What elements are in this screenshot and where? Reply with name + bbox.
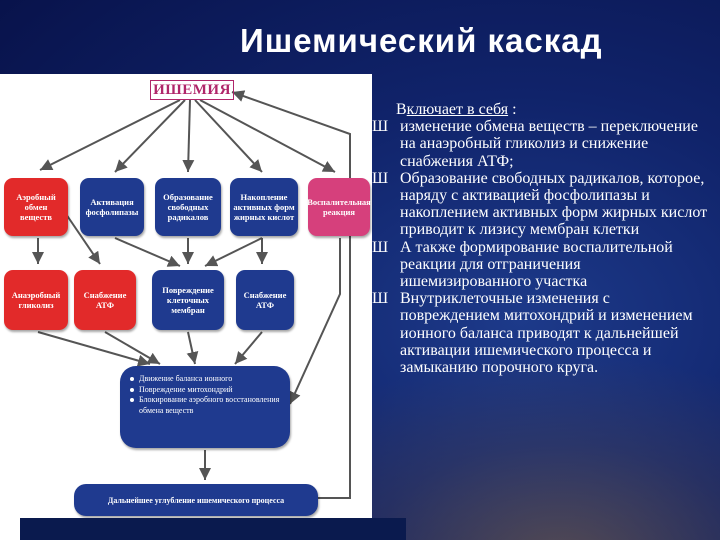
arrow-ishemia-aerobic <box>39 99 181 171</box>
box-free-radicals: Образование свободных радикалов <box>155 178 221 236</box>
arrow-ishemia-phospholipase <box>114 99 186 173</box>
bullet-text: изменение обмена веществ – переключение … <box>400 118 698 170</box>
intro-underlined: ключает в себя <box>406 101 509 118</box>
arrow-ishemia-fatty-acids <box>194 99 263 173</box>
box-atp-supply-red: Снабжение АТФ <box>74 270 136 330</box>
arrow-ishemia-radicals <box>182 99 195 173</box>
intro-line: Включает в себя : <box>370 101 712 118</box>
arrow-fatty-acids-membranes <box>204 237 263 267</box>
arrow-aerobic-atp <box>65 213 101 265</box>
bullet-item: Ш изменение обмена веществ – переключени… <box>370 118 712 170</box>
final-box: Дальнейшее углубление ишемического проце… <box>74 484 318 516</box>
effects-item: Движение баланса ионного <box>130 374 282 385</box>
bullet-text: Образование свободных радикалов, которое… <box>400 169 708 239</box>
box-membrane-damage: Повреждение клеточных мембран <box>152 270 224 330</box>
intro-suffix: : <box>508 101 517 118</box>
arrow-anaerobic-effects <box>37 331 151 367</box>
arrow-inflammation-effects <box>289 238 341 405</box>
box-anaerobic-glycolysis: Анаэробный гликолиз <box>4 270 68 330</box>
text-block: Включает в себя : Ш изменение обмена вещ… <box>370 101 712 376</box>
effects-item: Повреждение митохондрий <box>130 385 282 396</box>
box-aerobic-metabolism: Аэробный обмен веществ <box>4 178 68 236</box>
box-phospholipase-activation: Активация фосфолипазы <box>80 178 144 236</box>
arrow-atp-effects <box>104 331 161 365</box>
bullet-marker: Ш <box>372 169 389 187</box>
box-inflammation: Воспалительная реакция <box>307 178 371 236</box>
box-fatty-acids: Накопление активных форм жирных кислот <box>230 178 298 236</box>
arrow-phospholipase-membranes <box>114 237 181 267</box>
bullet-text: Внутриклеточные изменения с повреждением… <box>400 290 693 377</box>
bullet-item: Ш Образование свободных радикалов, котор… <box>370 170 712 239</box>
arrow-membranes-effects <box>186 331 199 365</box>
bullet-marker: Ш <box>372 290 389 308</box>
arrow-ishemia-inflammation <box>199 99 336 173</box>
intro-prefix: В <box>396 101 407 118</box>
bullet-item: Ш А также формирование воспалительной ре… <box>370 239 712 291</box>
bullet-marker: Ш <box>372 118 389 136</box>
arrow-atp2-effects <box>234 331 263 365</box>
box-atp-supply-blue: Снабжение АТФ <box>236 270 294 330</box>
bullet-text: А также формирование воспалительной реак… <box>400 238 673 291</box>
bullet-marker: Ш <box>372 238 389 256</box>
bottom-strip <box>20 518 406 540</box>
effects-box: Движение баланса ионного Повреждение мит… <box>120 366 290 448</box>
effects-item: Блокирование аэробного восстановления об… <box>130 395 282 416</box>
diagram-panel: ИШЕМИЯ Аэробный обмен веществ Активация … <box>0 74 372 540</box>
ishemia-root-label: ИШЕМИЯ <box>150 80 234 100</box>
bullet-item: Ш Внутриклеточные изменения с повреждени… <box>370 290 712 376</box>
slide-title: Ишемический каскад <box>240 22 603 59</box>
arrow-feedback-loop <box>231 90 351 499</box>
diagram-arrows <box>32 90 351 499</box>
